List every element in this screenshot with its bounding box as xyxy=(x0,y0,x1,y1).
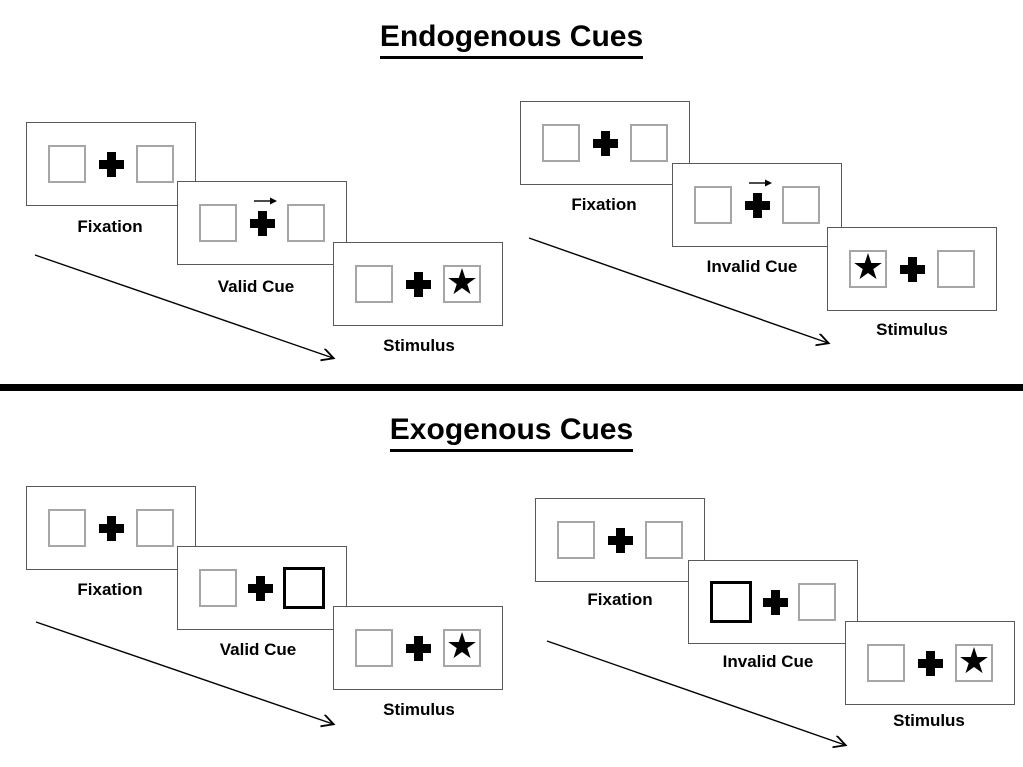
endogenous-valid-stimulus-panel: ★ ★ xyxy=(333,242,503,326)
left-box: ★ xyxy=(710,581,752,623)
center-group xyxy=(607,527,633,553)
center-group xyxy=(249,197,277,236)
panel-label: Stimulus xyxy=(383,700,455,719)
exogenous-valid-cue-panel: ★ ★ xyxy=(177,546,347,630)
fixation-cross-icon xyxy=(98,515,124,541)
panel-label: Invalid Cue xyxy=(722,652,814,671)
fixation-cross-icon xyxy=(607,527,633,553)
left-box: ★ xyxy=(48,509,86,547)
endogenous-invalid-fixation-panel: ★ ★ xyxy=(520,101,690,185)
center-group xyxy=(98,515,124,541)
fixation-cross-icon xyxy=(405,271,431,297)
star-icon: ★ xyxy=(851,246,885,288)
panel-label: Invalid Cue xyxy=(706,257,798,276)
panel-label: Stimulus xyxy=(383,336,455,355)
star-icon: ★ xyxy=(957,640,991,682)
panel-label: Valid Cue xyxy=(219,640,297,659)
center-group xyxy=(98,151,124,177)
right-box: ★ xyxy=(782,186,820,224)
panel-label: Fixation xyxy=(77,217,143,236)
right-box: ★ xyxy=(798,583,836,621)
exogenous-valid-fixation-panel: ★ ★ xyxy=(26,486,196,570)
right-box: ★ xyxy=(283,567,325,609)
center-group xyxy=(592,130,618,156)
panel-label: Stimulus xyxy=(893,711,965,730)
right-box: ★ xyxy=(136,145,174,183)
endogenous-valid-fixation-panel: ★ ★ xyxy=(26,122,196,206)
exogenous-valid-stimulus-panel: ★ ★ xyxy=(333,606,503,690)
right-box: ★ xyxy=(645,521,683,559)
left-box: ★ xyxy=(355,629,393,667)
right-box: ★ xyxy=(443,261,481,303)
fixation-cross-icon xyxy=(247,575,273,601)
fixation-cross-icon xyxy=(899,256,925,282)
section-divider xyxy=(0,384,1023,391)
center-group xyxy=(899,256,925,282)
fixation-cross-icon xyxy=(744,192,770,218)
time-arrow xyxy=(546,640,853,751)
section-title-exogenous: Exogenous Cues xyxy=(0,413,1023,452)
exogenous-invalid-cue-panel: ★ ★ xyxy=(688,560,858,644)
panel-label: Valid Cue xyxy=(217,277,295,296)
fixation-cross-icon xyxy=(249,210,275,236)
time-arrow xyxy=(528,237,836,349)
star-icon: ★ xyxy=(445,625,479,667)
endogenous-invalid-stimulus-panel: ★ ★ xyxy=(827,227,997,311)
time-arrow xyxy=(34,254,340,365)
exogenous-invalid-stimulus-panel: ★ ★ xyxy=(845,621,1015,705)
left-box: ★ xyxy=(557,521,595,559)
left-box: ★ xyxy=(694,186,732,224)
left-box: ★ xyxy=(849,246,887,288)
fixation-cross-icon xyxy=(592,130,618,156)
right-box: ★ xyxy=(136,509,174,547)
right-box: ★ xyxy=(630,124,668,162)
endogenous-valid-cue-panel: ★ ★ xyxy=(177,181,347,265)
star-icon: ★ xyxy=(445,261,479,303)
cue-arrow-icon xyxy=(748,179,772,186)
cue-arrow-icon xyxy=(253,197,277,204)
fixation-cross-icon xyxy=(405,635,431,661)
left-box: ★ xyxy=(542,124,580,162)
time-arrow xyxy=(35,621,341,730)
center-group xyxy=(917,650,943,676)
endogenous-invalid-cue-panel: ★ ★ xyxy=(672,163,842,247)
fixation-cross-icon xyxy=(98,151,124,177)
left-box: ★ xyxy=(199,204,237,242)
fixation-cross-icon xyxy=(917,650,943,676)
right-box: ★ xyxy=(443,625,481,667)
center-group xyxy=(405,271,431,297)
panel-label: Stimulus xyxy=(876,320,948,339)
exogenous-invalid-fixation-panel: ★ ★ xyxy=(535,498,705,582)
right-box: ★ xyxy=(955,640,993,682)
left-box: ★ xyxy=(48,145,86,183)
panel-label: Fixation xyxy=(587,590,653,609)
right-box: ★ xyxy=(937,250,975,288)
center-group xyxy=(247,575,273,601)
center-group xyxy=(405,635,431,661)
panel-label: Fixation xyxy=(77,580,143,599)
left-box: ★ xyxy=(199,569,237,607)
center-group xyxy=(762,589,788,615)
left-box: ★ xyxy=(355,265,393,303)
panel-label: Fixation xyxy=(571,195,637,214)
fixation-cross-icon xyxy=(762,589,788,615)
section-title-endogenous: Endogenous Cues xyxy=(0,20,1023,59)
center-group xyxy=(744,179,772,218)
right-box: ★ xyxy=(287,204,325,242)
left-box: ★ xyxy=(867,644,905,682)
